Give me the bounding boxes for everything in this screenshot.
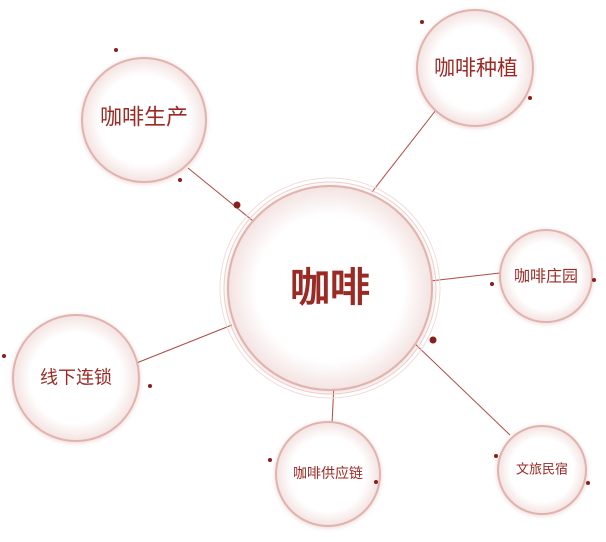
bubble-offline-chain: [12, 314, 140, 442]
dot: [178, 178, 182, 182]
node-coffee-planting: 咖啡种植: [416, 9, 534, 127]
connector-offline-chain: [133, 324, 233, 365]
bubble-cultural-tourism-homestay: [497, 425, 587, 515]
dot: [420, 20, 424, 24]
dot: [233, 201, 241, 209]
bubble-coffee-supply-chain: [275, 421, 381, 527]
connector-planting: [371, 109, 437, 193]
center-bubble: [227, 185, 433, 391]
dot: [2, 354, 6, 358]
bubble-coffee-production: [81, 57, 207, 183]
dot: [528, 96, 532, 100]
node-offline-chain: 线下连锁: [12, 314, 140, 442]
label-coffee-supply-chain: 咖啡供应链: [293, 465, 363, 482]
dot: [114, 48, 118, 52]
dot: [592, 278, 596, 282]
node-coffee-supply-chain: 咖啡供应链: [275, 421, 381, 527]
label-cultural-tourism-homestay: 文旅民宿: [516, 462, 568, 478]
dot: [494, 454, 498, 458]
node-coffee-estate: 咖啡庄园: [499, 229, 593, 323]
bubble-coffee-planting: [416, 9, 534, 127]
connector-production: [187, 167, 259, 226]
dot: [490, 282, 494, 286]
connector-estate: [429, 272, 501, 282]
connector-lines: [133, 109, 511, 436]
dot: [586, 481, 590, 485]
dot: [429, 336, 437, 344]
node-coffee-production: 咖啡生产: [81, 57, 207, 183]
dot: [374, 480, 378, 484]
node-cultural-tourism-homestay: 文旅民宿: [497, 425, 587, 515]
bubble-coffee-estate: [499, 229, 593, 323]
decorative-dots: [2, 20, 596, 485]
center-rings: [219, 177, 441, 399]
dot: [268, 458, 272, 462]
dot: [148, 384, 152, 388]
label-coffee-production: 咖啡生产: [100, 106, 188, 131]
label-offline-chain: 线下连锁: [40, 368, 112, 389]
connector-homestay: [411, 340, 511, 436]
label-coffee-estate: 咖啡庄园: [514, 267, 578, 286]
center-label: 咖啡: [290, 265, 370, 311]
label-coffee-planting: 咖啡种植: [434, 56, 518, 80]
center-node: 咖啡: [227, 185, 433, 391]
